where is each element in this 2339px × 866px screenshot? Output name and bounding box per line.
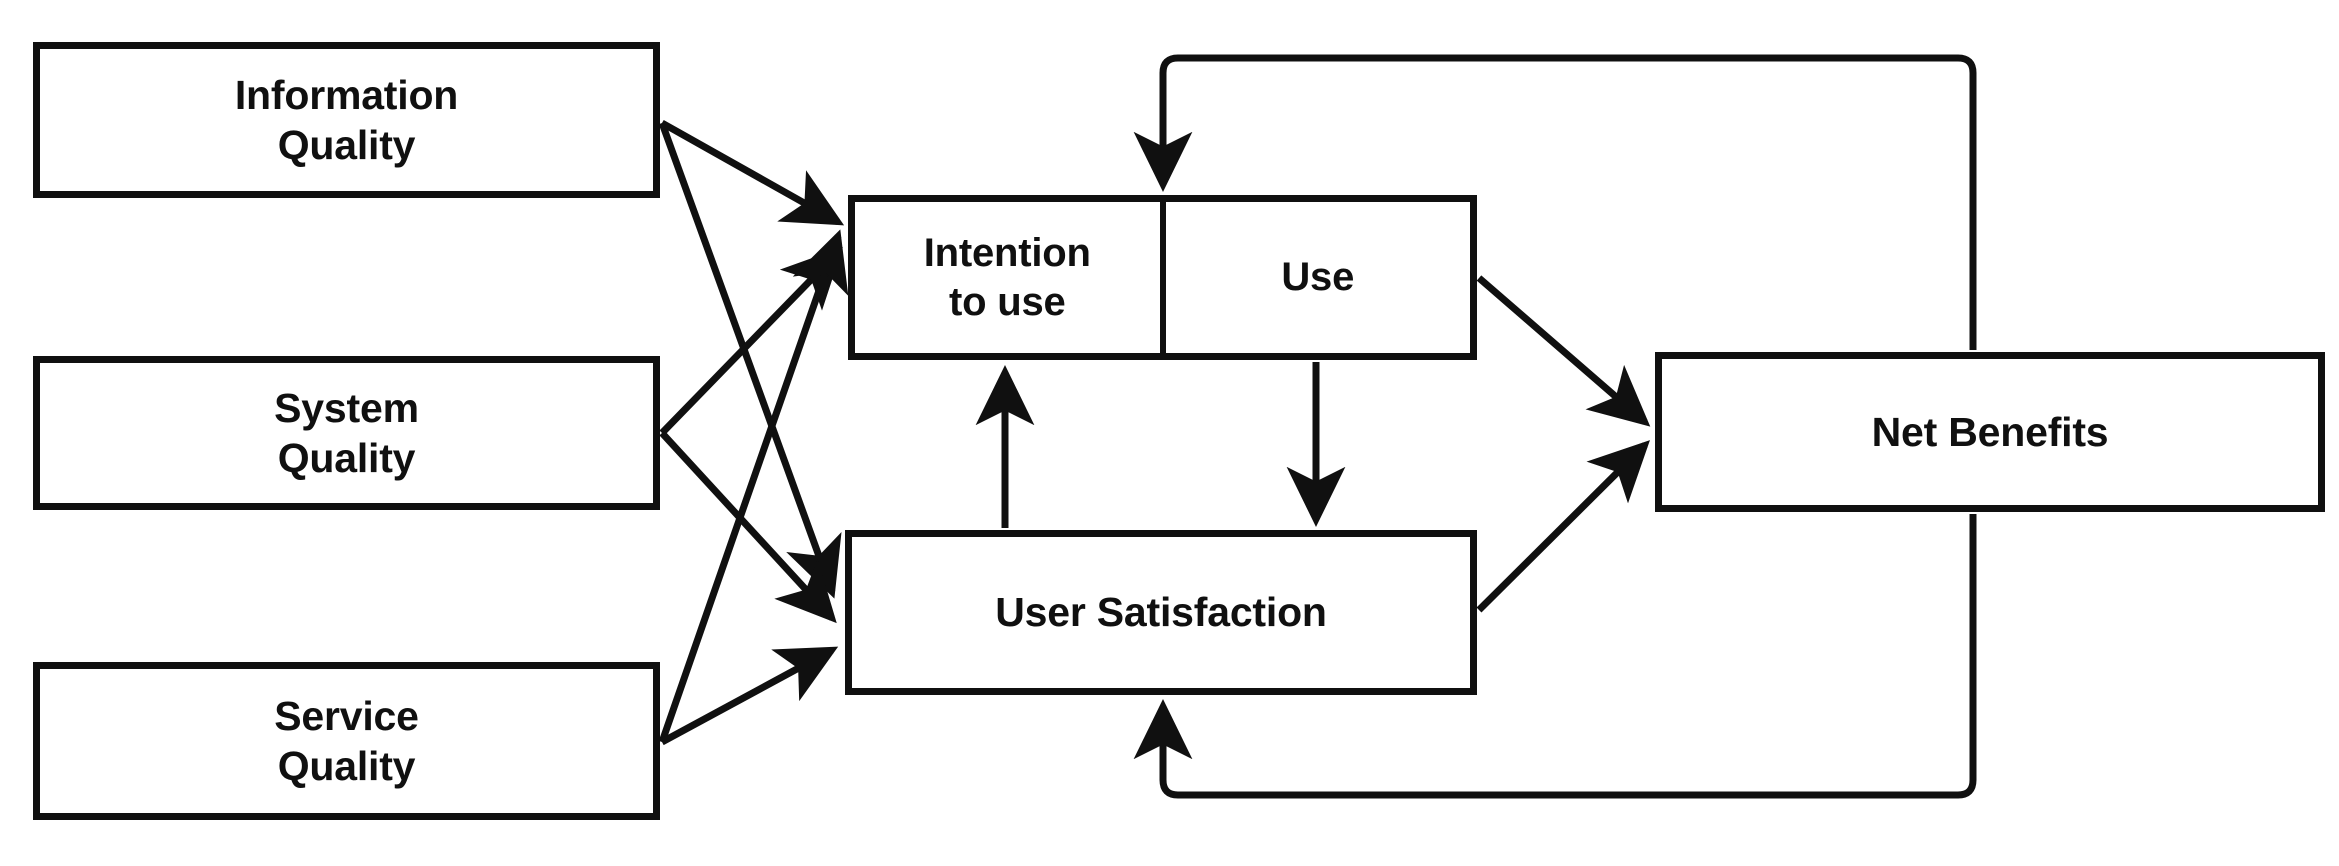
edge-user-satisfaction-to-net-benefits [1476,440,1650,613]
edge-information-quality-to-intention-to-use [660,119,845,226]
node-group-intention-to-use-and-use: Intention to use Use [848,195,1477,360]
node-user-satisfaction-label: User Satisfaction [995,589,1327,636]
node-system-quality-label: System Quality [274,384,419,481]
node-use[interactable]: Use [1166,202,1471,353]
edge-system-quality-to-user-satisfaction [659,430,837,624]
node-information-quality-label: Information Quality [234,71,459,168]
node-use-label: Use [1281,255,1355,300]
edge-service-quality-to-user-satisfaction [660,646,839,746]
edge-information-quality-to-user-satisfaction [658,121,842,599]
node-service-quality[interactable]: Service Quality [33,662,660,820]
edge-net-benefits-to-intention-to-use-feedback [1133,54,1977,350]
node-service-quality-label: Service Quality [274,692,419,789]
edge-service-quality-to-intention-to-use [658,229,849,744]
node-intention-to-use-label: Intention to use [923,230,1091,324]
node-information-quality[interactable]: Information Quality [33,42,660,198]
node-user-satisfaction[interactable]: User Satisfaction [845,530,1477,695]
node-net-benefits-label: Net Benefits [1871,408,2109,455]
node-system-quality[interactable]: System Quality [33,356,660,510]
node-net-benefits[interactable]: Net Benefits [1655,352,2325,512]
edge-system-quality-to-intention-to-use [659,246,843,436]
node-group-divider [1159,202,1166,353]
node-intention-to-use[interactable]: Intention to use [855,202,1160,353]
edge-net-benefits-to-user-satisfaction-feedback [1133,514,1977,799]
edge-use-to-net-benefits [1476,275,1651,427]
